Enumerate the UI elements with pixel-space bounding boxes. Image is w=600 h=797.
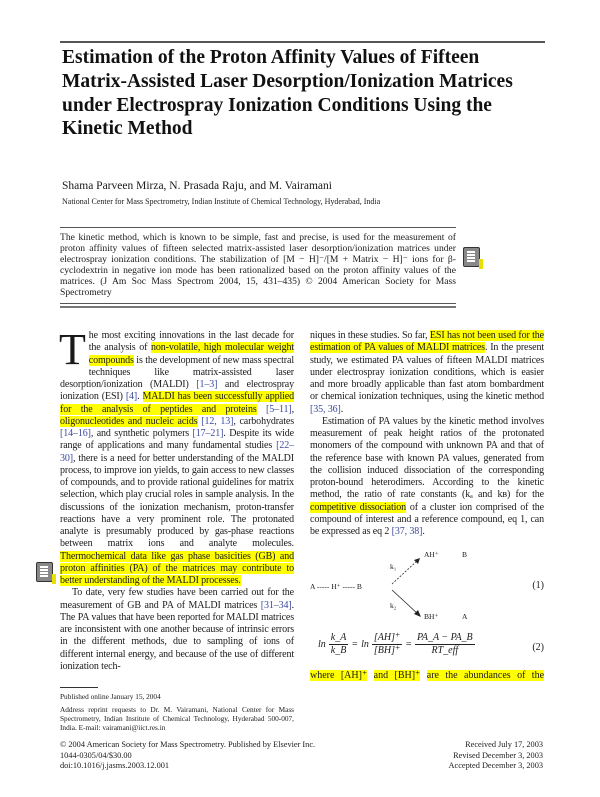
affiliation: National Center for Mass Spectrometry, I…	[62, 197, 381, 206]
reference-link[interactable]: [35, 36]	[310, 403, 341, 415]
eq-ah: [AH]⁺	[371, 632, 403, 646]
where-line: where [AH]⁺ and [BH]⁺ are the abundances…	[310, 670, 545, 682]
scheme-product-2: BH⁺	[424, 612, 439, 622]
top-rule	[60, 41, 545, 43]
copyright: © 2004 American Society for Mass Spectro…	[60, 740, 316, 749]
body-text: .	[137, 391, 143, 403]
paragraph: Estimation of PA values by the kinetic m…	[310, 416, 544, 539]
issn-price: 1044-0305/04/$30.00	[60, 750, 132, 760]
body-text: .	[340, 403, 344, 415]
right-column: niques in these studies. So far, ESI has…	[310, 330, 544, 538]
scheme-k1: k₁	[390, 562, 397, 572]
eq-ln-2: ln	[361, 639, 369, 651]
revised-date: Revised December 3, 2003	[453, 750, 543, 760]
doi[interactable]: doi:10.1016/j.jasms.2003.12.001	[60, 761, 170, 770]
highlight[interactable]: where [AH]⁺	[310, 670, 368, 682]
reference-link[interactable]: [22–30]	[60, 440, 294, 464]
accepted-date: Accepted December 3, 2003	[448, 761, 543, 770]
abstract-bottom-rule	[60, 303, 456, 304]
reference-link[interactable]: [37, 38]	[391, 526, 423, 537]
body-text: , there is a need for better understandi…	[60, 452, 294, 550]
reference-link[interactable]: [4]	[125, 391, 138, 403]
body-text: he most exciting innovations in the last…	[88, 330, 294, 354]
footer-left: © 2004 American Society for Mass Spectro…	[60, 740, 315, 772]
scheme-product-2b: A	[462, 612, 468, 622]
paragraph: niques in these studies. So far, ESI has…	[310, 330, 544, 416]
article-title: Estimation of the Proton Affinity Values…	[62, 47, 513, 140]
scheme-reactant: A ----- H⁺ ----- B	[310, 582, 362, 592]
reaction-arrows	[391, 558, 421, 618]
footer-right: Received July 17, 2003 Revised December …	[449, 740, 543, 772]
body-text: Estimation of PA values by the kinetic m…	[310, 415, 544, 501]
body-text: , carbohydrates	[233, 415, 294, 427]
reference-link[interactable]: [5–11]	[266, 403, 292, 415]
eq-pa: PA_A − PA_B	[415, 632, 475, 646]
scheme-k2: k₂	[390, 601, 397, 611]
eq-frac-abundance: [AH]⁺[BH]⁺	[371, 632, 403, 657]
body-text: .	[422, 526, 425, 537]
body-text: , and synthetic polymers	[90, 428, 193, 439]
eq-rt: RT_eff	[431, 645, 459, 657]
received-date: Received July 17, 2003	[465, 740, 543, 749]
body-text: . The PA values that have been reported …	[60, 599, 294, 672]
body-text: and electrospray ionization (ESI)	[60, 379, 294, 403]
scheme-product-1: AH⁺	[424, 550, 439, 560]
reference-link[interactable]: [14–16]	[60, 428, 91, 439]
body-text: of a cluster ion comprised of the compou…	[310, 501, 544, 538]
reaction-scheme: A ----- H⁺ ----- B k₁ k₂ AH⁺ B BH⁺ A (1)	[310, 548, 544, 624]
body-text: niques in these studies. So far,	[310, 330, 430, 341]
body-text: . Despite its wide range of applications…	[60, 428, 294, 452]
highlight[interactable]: Thermochemical data like gas phase basic…	[60, 550, 294, 586]
reference-link[interactable]: [12, 13]	[201, 415, 234, 427]
reference-link[interactable]: [31–34]	[260, 599, 292, 611]
scheme-product-1b: B	[462, 550, 468, 560]
eq-ka: k_A	[328, 632, 349, 646]
eq-equals-2: =	[405, 639, 413, 651]
abstract-top-rule	[60, 227, 456, 228]
right-column-wrapper: niques in these studies. So far, ESI has…	[310, 330, 544, 683]
eq-ln: ln	[318, 639, 326, 651]
body-text: . In the present study, we estimated PA …	[310, 342, 544, 403]
authors: Shama Parveen Mirza, N. Prasada Raju, an…	[62, 180, 332, 192]
eq-equals: =	[351, 639, 359, 651]
body-text: ,	[291, 403, 295, 415]
paragraph: To date, very few studies have been carr…	[60, 587, 294, 673]
sticky-note-icon[interactable]	[463, 247, 483, 269]
body-text: is the development of new mass spectral …	[60, 354, 294, 391]
body-text	[257, 404, 266, 415]
equation-number-2: (2)	[532, 642, 544, 654]
abstract: The kinetic method, which is known to be…	[60, 232, 456, 298]
eq-bh: [BH]⁺	[373, 645, 401, 657]
footnote-rule	[60, 687, 98, 688]
equation-number-1: (1)	[532, 580, 544, 592]
footnote-address: Address reprint requests to Dr. M. Vaira…	[60, 705, 294, 732]
highlight[interactable]: oligonucleotides and nucleic acids	[60, 415, 198, 427]
highlight[interactable]: competitive dissociation	[310, 501, 407, 513]
highlight[interactable]: and [BH]⁺	[373, 670, 421, 682]
footnote-published: Published online January 15, 2004	[60, 692, 161, 701]
reference-link[interactable]: [1–3]	[196, 379, 218, 390]
eq-kb: k_B	[330, 645, 347, 657]
drop-cap: T	[59, 325, 86, 374]
sticky-note-icon[interactable]	[36, 562, 56, 584]
abstract-bottom-rule-thick	[60, 306, 456, 308]
reference-link[interactable]: [17–21]	[192, 428, 224, 439]
highlight[interactable]: are the abundances of the	[426, 670, 545, 682]
body-text: To date, very few studies have been carr…	[60, 587, 294, 611]
